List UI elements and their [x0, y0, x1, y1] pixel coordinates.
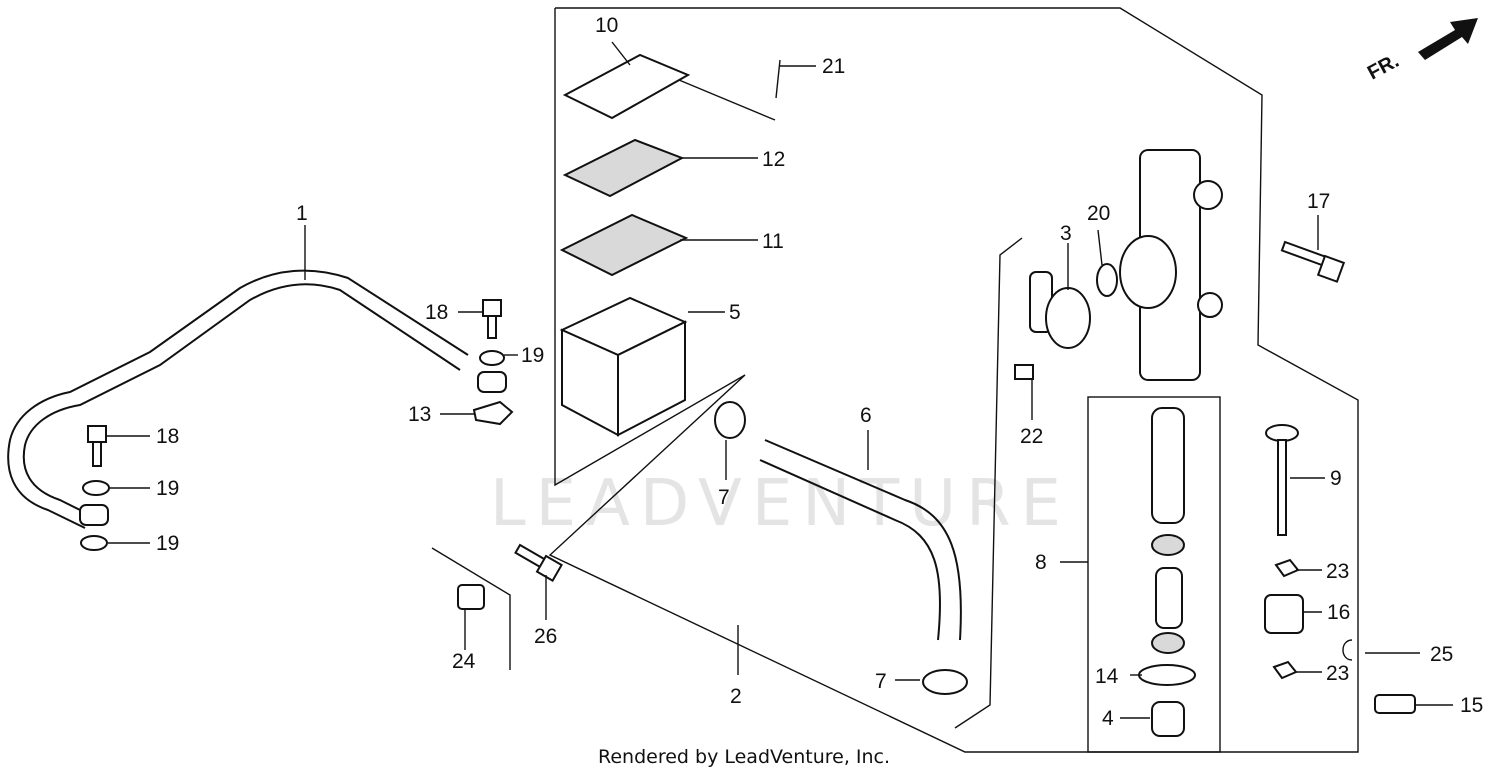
callout-4: 4 — [1102, 707, 1114, 730]
piston — [1155, 567, 1183, 629]
washer-19-upper — [479, 350, 505, 366]
reservoir-cap-10 — [562, 53, 691, 120]
piston-cup-primary — [1151, 534, 1185, 556]
watermark-text: LEADVENTURE — [490, 467, 1071, 541]
nut-23-lower — [1272, 660, 1298, 680]
callout-18-upper: 18 — [425, 301, 448, 324]
clip-13 — [472, 400, 514, 426]
washer-19-lower — [80, 535, 108, 551]
callout-20: 20 — [1087, 202, 1110, 225]
callout-9: 9 — [1330, 467, 1342, 490]
callout-19-middle: 19 — [156, 477, 179, 500]
callout-23-upper: 23 — [1326, 560, 1349, 583]
piston-spring — [1151, 407, 1185, 524]
bolt-26 — [514, 543, 563, 582]
callout-labels: 1 2 3 4 5 6 7 7 8 9 10 11 12 13 14 15 16… — [156, 14, 1483, 730]
bolt-17 — [1280, 240, 1346, 283]
callout-18-lower: 18 — [156, 425, 179, 448]
callout-16: 16 — [1327, 601, 1350, 624]
callout-25: 25 — [1430, 643, 1453, 666]
callout-8: 8 — [1035, 551, 1047, 574]
brake-hose — [7, 269, 507, 529]
callout-7-upper: 7 — [718, 486, 730, 509]
screw-22 — [1014, 364, 1034, 380]
pin-15 — [1374, 694, 1416, 714]
callout-7-lower: 7 — [875, 670, 887, 693]
callout-17: 17 — [1307, 190, 1330, 213]
callout-24: 24 — [452, 650, 476, 673]
callout-13: 13 — [408, 403, 431, 426]
callout-21: 21 — [822, 55, 845, 78]
hose-clamp-7-upper — [714, 401, 746, 439]
callout-12: 12 — [762, 148, 785, 171]
reservoir-5 — [559, 296, 688, 437]
boot-4 — [1151, 701, 1185, 737]
callout-22: 22 — [1020, 425, 1043, 448]
callout-1: 1 — [296, 202, 308, 225]
callout-26: 26 — [534, 625, 557, 648]
callout-10: 10 — [595, 14, 618, 37]
circlip-14 — [1138, 664, 1196, 686]
callout-19-lower: 19 — [156, 532, 179, 555]
nut-23-upper — [1274, 558, 1300, 578]
front-direction-label: FR. — [1364, 50, 1403, 85]
front-direction-arrow-icon: FR. — [1364, 18, 1478, 84]
callout-2: 2 — [730, 685, 742, 708]
nut-24 — [457, 584, 485, 610]
piston-set-8-frame — [1087, 396, 1221, 753]
reservoir-hose-6 — [764, 439, 962, 641]
bolt-18-lower — [87, 425, 107, 467]
bolt-18-upper — [482, 299, 502, 339]
callout-23-lower: 23 — [1326, 662, 1349, 685]
o-ring-20 — [1096, 263, 1118, 297]
callout-11: 11 — [762, 230, 784, 253]
callout-3: 3 — [1060, 222, 1072, 245]
leader-lines — [106, 41, 1453, 719]
joint-3 — [1029, 271, 1091, 349]
washer-19-middle — [82, 480, 110, 496]
cap-plate-12 — [562, 138, 685, 198]
callout-5: 5 — [729, 301, 741, 324]
piston-cup-secondary — [1151, 632, 1185, 654]
reservoir-hose-6-edge — [759, 459, 941, 641]
cotter-pin-25 — [1342, 639, 1353, 661]
master-cylinder-body — [1119, 149, 1223, 381]
hose-clamp-7-lower — [922, 669, 968, 695]
render-credit: Rendered by LeadVenture, Inc. — [598, 746, 890, 768]
callout-15: 15 — [1460, 694, 1483, 717]
diaphragm-11 — [559, 213, 689, 277]
hose-fitting-upper — [477, 371, 507, 393]
screw-21 — [775, 59, 781, 99]
callout-6: 6 — [860, 404, 872, 427]
push-rod-9 — [1265, 424, 1299, 536]
hose-fitting-lower — [79, 504, 109, 526]
callout-19-upper: 19 — [521, 344, 544, 367]
callout-14: 14 — [1095, 665, 1119, 688]
joint-16 — [1264, 594, 1304, 634]
